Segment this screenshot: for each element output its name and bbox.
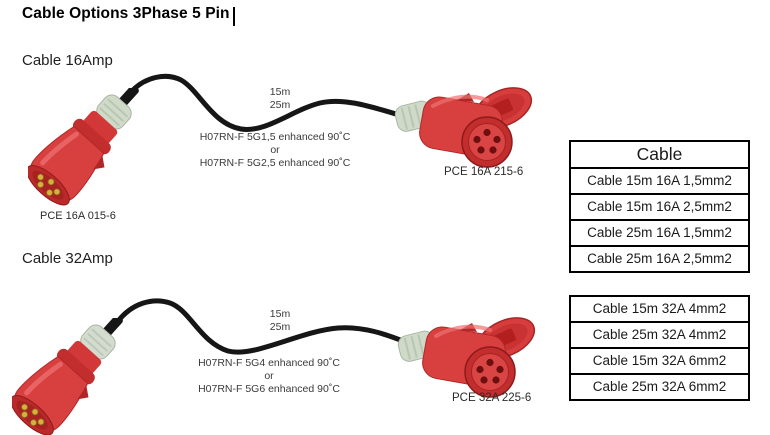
cable-options-table-16a: Cable Cable 15m 16A 1,5mm2 Cable 15m 16A… <box>569 140 750 273</box>
socket-part-number-32a: PCE 32A 225-6 <box>452 392 532 404</box>
spec-line-2: H07RN-F 5G2,5 enhanced 90˚C <box>199 157 351 169</box>
spec-or: or <box>270 144 280 156</box>
cable-spec-16a: H07RN-F 5G1,5 enhanced 90˚C or H07RN-F 5… <box>175 131 375 170</box>
table-row: Cable 25m 32A 4mm2 <box>571 323 748 349</box>
cable-spec-32a: H07RN-F 5G4 enhanced 90˚C or H07RN-F 5G6… <box>169 357 369 396</box>
spec-or: or <box>264 370 274 382</box>
socket-part-number-16a: PCE 16A 215-6 <box>444 166 524 178</box>
table-header: Cable <box>571 142 748 169</box>
table-row: Cable 25m 32A 6mm2 <box>592 379 727 394</box>
table-row: Cable 25m 16A 1,5mm2 <box>571 221 748 247</box>
section-heading-32amp: Cable 32Amp <box>22 250 113 267</box>
cable-length-options-32a: 15m 25m <box>205 308 355 334</box>
text-cursor <box>233 7 235 26</box>
cable-length-options-16a: 15m 25m <box>205 86 355 112</box>
male-plug-16a-illustration <box>28 88 139 206</box>
table-row: Cable 15m 32A 6mm2 <box>571 349 748 375</box>
spec-line-1: H07RN-F 5G4 enhanced 90˚C <box>198 357 340 369</box>
plug-part-number-16a: PCE 16A 015-6 <box>40 210 116 222</box>
spec-line-1: H07RN-F 5G1,5 enhanced 90˚C <box>199 131 351 143</box>
length-bottom: 25m <box>269 99 291 111</box>
length-top: 15m <box>269 86 291 98</box>
section-heading-16amp: Cable 16Amp <box>22 52 113 69</box>
table-row: Cable 15m 32A 4mm2 <box>571 297 748 323</box>
length-top: 15m <box>269 308 291 320</box>
table-row: Cable 25m 16A 2,5mm2 <box>587 251 732 266</box>
male-plug-32a-illustration <box>12 318 123 435</box>
page-title[interactable]: Cable Options 3Phase 5 Pin <box>22 5 230 22</box>
table-row: Cable 15m 16A 1,5mm2 <box>571 169 748 195</box>
female-socket-32a-illustration <box>397 317 536 398</box>
spec-line-2: H07RN-F 5G6 enhanced 90˚C <box>198 383 340 395</box>
length-bottom: 25m <box>269 321 291 333</box>
table-row: Cable 15m 16A 2,5mm2 <box>571 195 748 221</box>
female-socket-16a-illustration <box>394 87 533 168</box>
cable-options-table-32a: Cable 15m 32A 4mm2 Cable 25m 32A 4mm2 Ca… <box>569 295 750 401</box>
